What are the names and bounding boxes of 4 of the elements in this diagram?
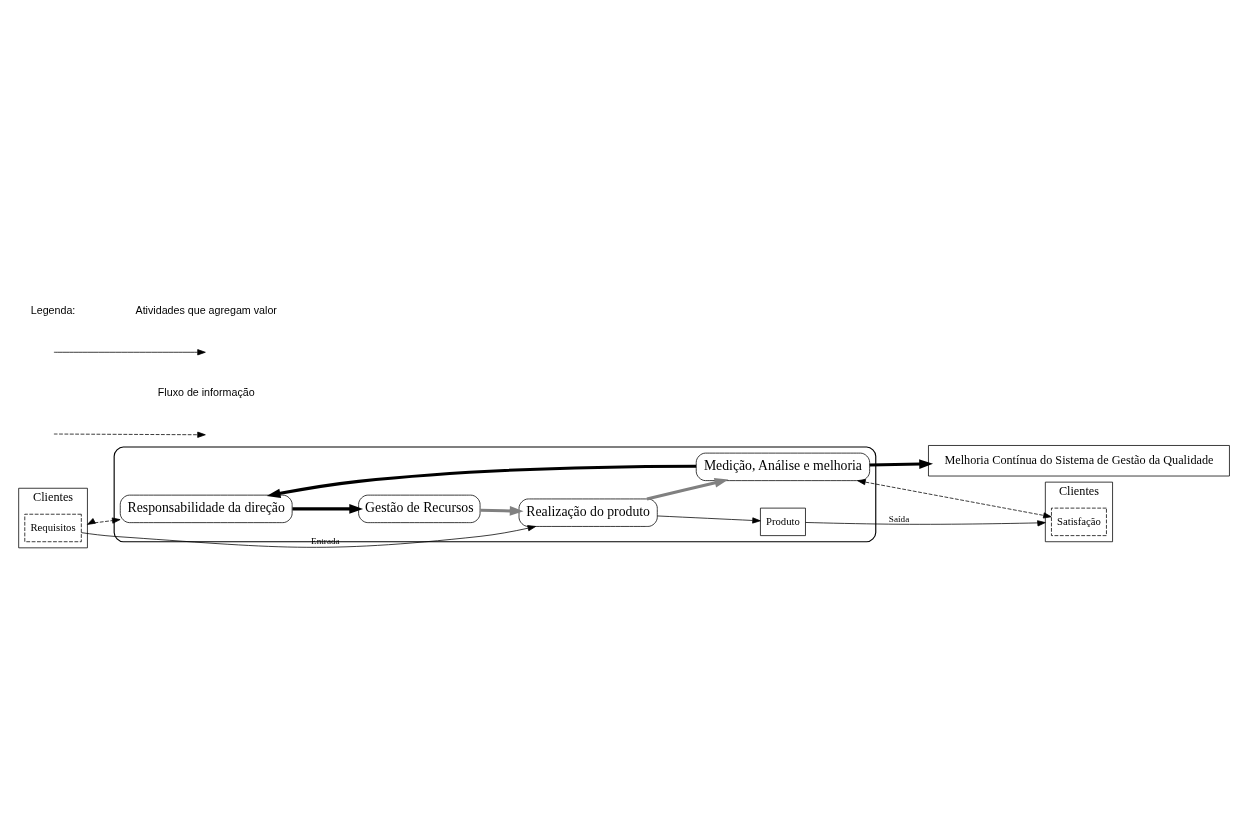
legend-label: Atividades que agregam valor <box>135 303 277 316</box>
legend-label: Fluxo de informação <box>157 385 255 398</box>
edge-label: Saída <box>888 513 910 524</box>
label: Legenda: <box>30 303 76 316</box>
